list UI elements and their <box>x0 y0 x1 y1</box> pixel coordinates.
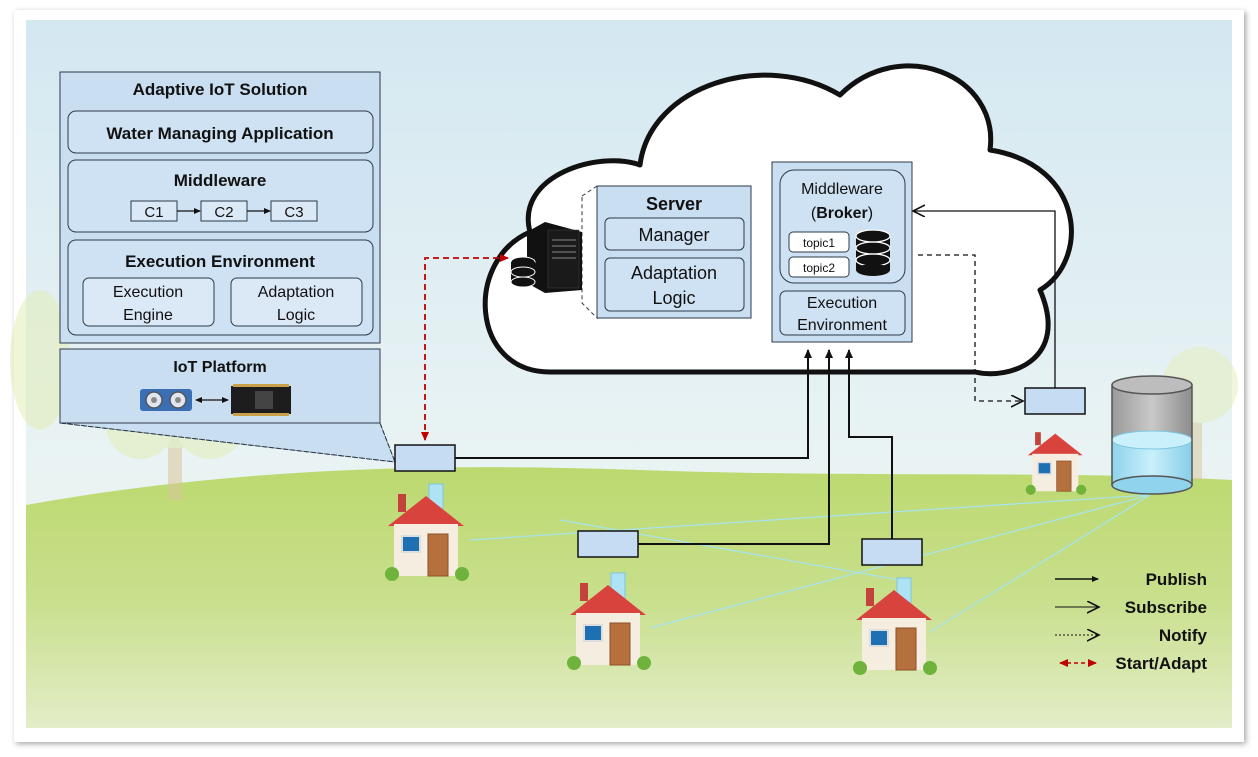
application-label: Water Managing Application <box>106 124 333 143</box>
topic1-box <box>788 231 850 253</box>
broker-database-icon <box>855 229 891 276</box>
manager-box <box>604 217 745 251</box>
adaptation-logic-line1: Adaptation <box>258 284 335 301</box>
cloud-middleware-title: Middleware <box>801 181 883 198</box>
legend-publish-label: Publish <box>1146 570 1207 589</box>
notify-arrow <box>918 254 1022 401</box>
microcontroller-board-icon <box>231 384 291 416</box>
execution-engine-line1: Execution <box>113 284 183 301</box>
publish-arrow-2 <box>638 349 833 545</box>
iot-platform-label: IoT Platform <box>173 359 266 376</box>
cloud-exec-env-line2: Environment <box>797 317 887 334</box>
water-managing-application-box <box>67 110 374 154</box>
legend-notify-label: Notify <box>1159 626 1208 645</box>
component-c1-label: C1 <box>144 204 163 221</box>
execution-engine-box <box>82 277 215 327</box>
solution-title: Adaptive IoT Solution <box>133 80 308 99</box>
middleware-label: Middleware <box>174 171 267 190</box>
legend-subscribe-label: Subscribe <box>1125 598 1207 617</box>
execution-environment-label: Execution Environment <box>125 252 315 271</box>
manager-label: Manager <box>638 225 709 245</box>
execution-engine-line2: Engine <box>123 307 173 324</box>
device-box-1 <box>394 444 456 472</box>
device-box-2 <box>577 530 639 558</box>
iot-platform-panel <box>59 348 381 424</box>
start-adapt-arrow <box>421 254 509 441</box>
device-box-3 <box>861 538 923 566</box>
server-adaptation-logic-line1: Adaptation <box>631 263 717 283</box>
publish-arrow-1 <box>455 349 812 459</box>
device-box-4 <box>1024 387 1086 415</box>
cloud-execution-environment-box <box>779 290 906 336</box>
cloud-exec-env-line1: Execution <box>807 295 877 312</box>
water-tank-icon <box>1111 375 1193 495</box>
legend-start-adapt-label: Start/Adapt <box>1115 654 1207 673</box>
adaptation-logic-box <box>230 277 363 327</box>
topic2-box <box>788 256 850 278</box>
house-icon-3 <box>853 577 937 675</box>
ultrasonic-sensor-icon <box>140 389 192 411</box>
house-icon-1 <box>385 483 469 581</box>
server-adaptation-logic-box <box>604 257 745 312</box>
server-zoom-connector <box>581 185 598 320</box>
house-icon-4 <box>1025 432 1087 495</box>
adaptation-logic-line2: Logic <box>277 307 315 324</box>
grass-background <box>26 467 1232 728</box>
house-icon-2 <box>567 572 651 670</box>
topic2-label: topic2 <box>803 261 835 275</box>
topic1-label: topic1 <box>803 236 835 250</box>
component-c2-label: C2 <box>214 204 233 221</box>
server-icon <box>527 222 582 293</box>
legend: Publish Subscribe Notify Start/Adapt <box>1055 570 1208 673</box>
component-c3 <box>270 200 318 222</box>
publish-arrow-3 <box>845 349 893 539</box>
component-c3-label: C3 <box>284 204 303 221</box>
server-title: Server <box>646 194 702 214</box>
server-adaptation-logic-line2: Logic <box>652 288 695 308</box>
broker-label: (Broker) <box>811 205 873 222</box>
server-database-icon <box>510 256 536 288</box>
broker-name: Broker <box>816 205 868 222</box>
subscribe-arrow <box>914 211 1056 388</box>
